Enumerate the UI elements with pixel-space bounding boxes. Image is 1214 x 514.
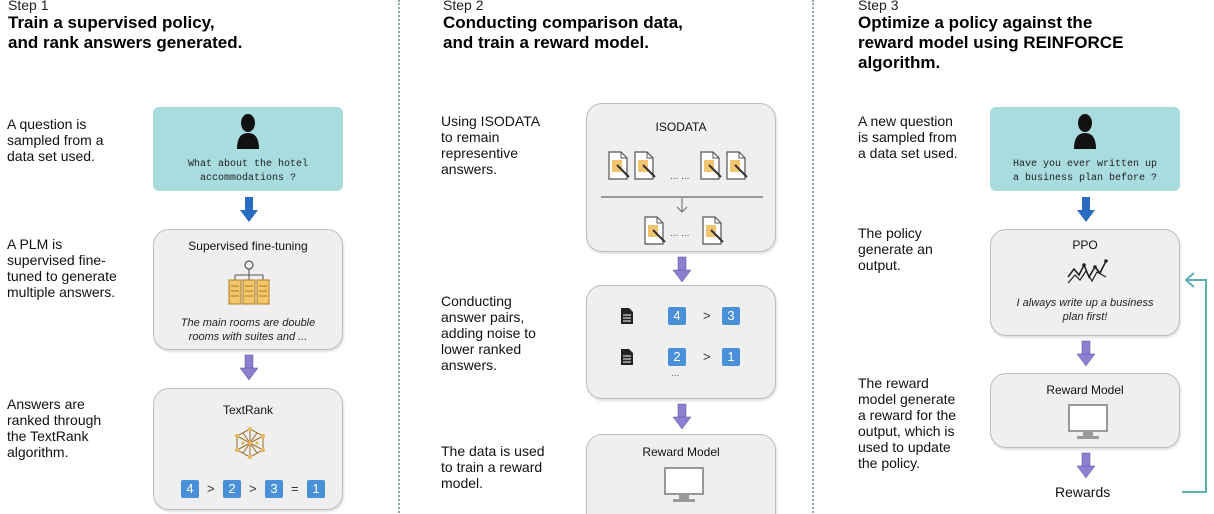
ppo-box: PPO I always write up a business plan fi… bbox=[990, 229, 1180, 336]
step3-title-line1: Optimize a policy against the bbox=[858, 13, 1093, 32]
isodata-dots-bottom: ... ... bbox=[670, 228, 690, 239]
step3-reward-title: Reward Model bbox=[1046, 383, 1124, 397]
step1-desc-ranking: Answers are ranked through the TextRank … bbox=[7, 396, 102, 460]
arrow-down-icon bbox=[239, 354, 259, 381]
step2-title-line2: and train a reward model. bbox=[443, 33, 649, 52]
divider-1 bbox=[398, 0, 400, 513]
step2-desc-pairs: Conducting answer pairs, adding noise to… bbox=[441, 293, 536, 373]
step3-question-box: Have you ever written up a business plan… bbox=[990, 107, 1180, 191]
step3-title-line3: algorithm. bbox=[858, 53, 941, 72]
step3-label: Step 3 bbox=[858, 0, 899, 13]
step1-title-line1: Train a supervised policy, bbox=[8, 13, 215, 32]
pair-number: 4 bbox=[668, 307, 686, 325]
ppo-output-line1: I always write up a business bbox=[1016, 297, 1154, 309]
sft-box: Supervised fine-tuning The main rooms ar… bbox=[153, 229, 343, 350]
step2-desc-isodata: Using ISODATA to remain representive ans… bbox=[441, 113, 541, 177]
step1-desc-plm: A PLM is supervised fine- tuned to gener… bbox=[7, 236, 117, 300]
textrank-box: TextRank 4 > 2 > 3 = 1 bbox=[153, 388, 343, 510]
rank-number: 4 bbox=[181, 480, 199, 498]
ppo-title: PPO bbox=[1072, 238, 1098, 252]
monitor-icon bbox=[1068, 404, 1108, 439]
arrow-down-icon bbox=[240, 197, 258, 222]
pair-number: 2 bbox=[668, 348, 686, 366]
rank-operator: > bbox=[207, 481, 215, 496]
step3-question-line1: Have you ever written up bbox=[1012, 159, 1158, 170]
arrow-down-icon bbox=[1076, 452, 1096, 479]
step3-title-line2: reward model using REINFORCE bbox=[858, 33, 1124, 52]
rank-operator: > bbox=[249, 481, 257, 496]
sft-output-line1: The main rooms are double bbox=[180, 317, 316, 329]
isodata-box: ISODATA ... ... ... ... bbox=[586, 103, 776, 252]
textrank-title: TextRank bbox=[222, 403, 274, 417]
step3-question-line2: a business plan before ? bbox=[1012, 173, 1158, 184]
sft-output-line2: rooms with suites and ... bbox=[188, 331, 308, 343]
network-graph-icon bbox=[235, 427, 265, 459]
step1-question-line2: accommodations ? bbox=[199, 173, 296, 184]
divider-2 bbox=[812, 0, 814, 513]
answer-pairs-box: 4 > 3 2 > 1 ... bbox=[586, 285, 776, 399]
rank-operator: = bbox=[291, 481, 299, 496]
step3-desc-policy: The policy generate an output. bbox=[858, 225, 933, 273]
step1-question-box: What about the hotel accommodations ? bbox=[153, 107, 343, 191]
step1-question-line1: What about the hotel bbox=[187, 159, 309, 170]
arrow-down-icon bbox=[672, 403, 692, 430]
feedback-arrow bbox=[1182, 272, 1207, 493]
rank-number: 2 bbox=[223, 480, 241, 498]
pair-number: 1 bbox=[722, 348, 740, 366]
arrow-down-icon bbox=[1077, 197, 1095, 222]
step2-title-line1: Conducting comparison data, bbox=[443, 13, 683, 32]
pairs-dots: ... bbox=[671, 368, 680, 379]
divider-line bbox=[601, 196, 763, 213]
step2-label: Step 2 bbox=[443, 0, 484, 13]
step2-reward-title: Reward Model bbox=[642, 445, 720, 459]
arrow-down-icon bbox=[1076, 340, 1096, 367]
pair-number: 3 bbox=[722, 307, 740, 325]
isodata-dots-top: ... ... bbox=[670, 171, 690, 182]
arrow-down-icon bbox=[672, 256, 692, 283]
monitor-icon bbox=[664, 467, 704, 502]
step2-reward-model-box: Reward Model bbox=[586, 434, 776, 514]
person-icon bbox=[1074, 114, 1096, 149]
rank-number: 3 bbox=[265, 480, 283, 498]
step1-label: Step 1 bbox=[8, 0, 49, 13]
document-icon bbox=[621, 349, 633, 365]
line-chart-icon bbox=[1067, 259, 1108, 284]
step3-desc-question: A new question is sampled from a data se… bbox=[858, 113, 958, 161]
pair-operator: > bbox=[703, 349, 711, 364]
step3-desc-reward: The reward model generate a reward for t… bbox=[858, 375, 957, 471]
document-icon bbox=[621, 308, 633, 324]
step1-desc-question: A question is sampled from a data set us… bbox=[7, 116, 104, 164]
hierarchy-documents-icon bbox=[228, 260, 270, 305]
rewards-label: Rewards bbox=[1055, 484, 1111, 500]
ppo-output-line2: plan first! bbox=[1062, 311, 1108, 323]
person-icon bbox=[237, 114, 259, 149]
pair-operator: > bbox=[703, 308, 711, 323]
isodata-title: ISODATA bbox=[655, 120, 707, 134]
sft-title: Supervised fine-tuning bbox=[188, 239, 308, 253]
step2-desc-train: The data is used to train a reward model… bbox=[441, 443, 545, 491]
rank-number: 1 bbox=[307, 480, 325, 498]
step1-title-line2: and rank answers generated. bbox=[8, 33, 243, 52]
step3-reward-model-box: Reward Model bbox=[990, 373, 1180, 448]
